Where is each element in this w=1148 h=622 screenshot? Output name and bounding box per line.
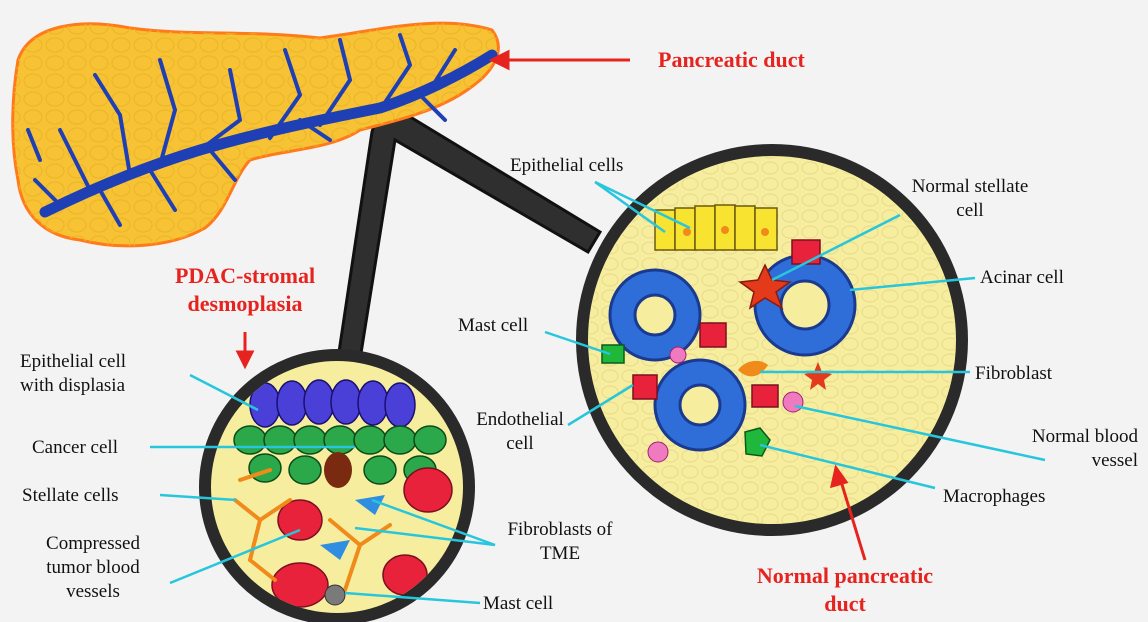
label-normal-stellate-line2: cell [895, 199, 1045, 223]
label-mast-cell-left: Mast cell [483, 592, 553, 616]
label-endothelial-line2: cell [460, 432, 580, 456]
mast-cell-shape-left [325, 585, 345, 605]
endothelial-cell-shape [633, 375, 657, 399]
label-normal-pancreatic-duct: Normal pancreatic duct [715, 562, 975, 618]
acinar-cell-ring-bottom [655, 360, 745, 450]
label-compressed-line2: tumor blood [18, 556, 168, 580]
pdac-magnifier [205, 355, 469, 619]
label-epithelial-cells: Epithelial cells [510, 154, 623, 178]
label-mast-cell-right: Mast cell [458, 314, 528, 338]
label-compressed-tumor-blood-vessels: Compressed tumor blood vessels [18, 532, 168, 604]
label-pdac-line1: PDAC-stromal [150, 262, 340, 290]
label-pdac-line2: desmoplasia [150, 290, 340, 318]
label-fibroblast: Fibroblast [975, 362, 1052, 386]
label-fibroblasts-tme-line1: Fibroblasts of [490, 518, 630, 542]
label-normal-blood-vessel: Normal blood vessel [1010, 425, 1138, 473]
brown-cell-shape [324, 452, 352, 488]
label-epi-dysplasia-line1: Epithelial cell [20, 350, 126, 374]
red-cell-block-1 [700, 323, 726, 347]
label-macrophages: Macrophages [943, 485, 1045, 509]
label-normal-duct-line1: Normal pancreatic [715, 562, 975, 590]
label-normal-blood-line2: vessel [1010, 449, 1138, 473]
label-endothelial-line1: Endothelial [460, 408, 580, 432]
label-acinar-cell: Acinar cell [980, 266, 1064, 290]
label-epi-dysplasia-line2: with displasia [20, 374, 126, 398]
label-normal-blood-line1: Normal blood [1010, 425, 1138, 449]
pink-cell-2 [648, 442, 668, 462]
label-fibroblasts-of-tme: Fibroblasts of TME [490, 518, 630, 566]
mast-cell-shape-right [602, 345, 624, 363]
label-fibroblasts-tme-line2: TME [490, 542, 630, 566]
label-compressed-line1: Compressed [18, 532, 168, 556]
label-compressed-line3: vessels [18, 580, 168, 604]
acinar-cell-ring-right [755, 255, 855, 355]
label-pancreatic-duct: Pancreatic duct [658, 46, 805, 74]
epithelial-cells-row [655, 205, 777, 250]
label-stellate-cells: Stellate cells [22, 484, 119, 508]
normal-blood-vessel-shape [783, 392, 803, 412]
label-normal-stellate-cell: Normal stellate cell [895, 175, 1045, 223]
label-endothelial-cell: Endothelial cell [460, 408, 580, 456]
label-epithelial-cell-dysplasia: Epithelial cell with displasia [20, 350, 126, 398]
label-normal-stellate-line1: Normal stellate [895, 175, 1045, 199]
pink-cell-1 [670, 347, 686, 363]
label-cancer-cell: Cancer cell [32, 436, 118, 460]
red-cell-block-2 [792, 240, 820, 264]
label-normal-duct-line2: duct [715, 590, 975, 618]
label-pdac-stromal-desmoplasia: PDAC-stromal desmoplasia [150, 262, 340, 318]
red-cell-block-3 [752, 385, 778, 407]
